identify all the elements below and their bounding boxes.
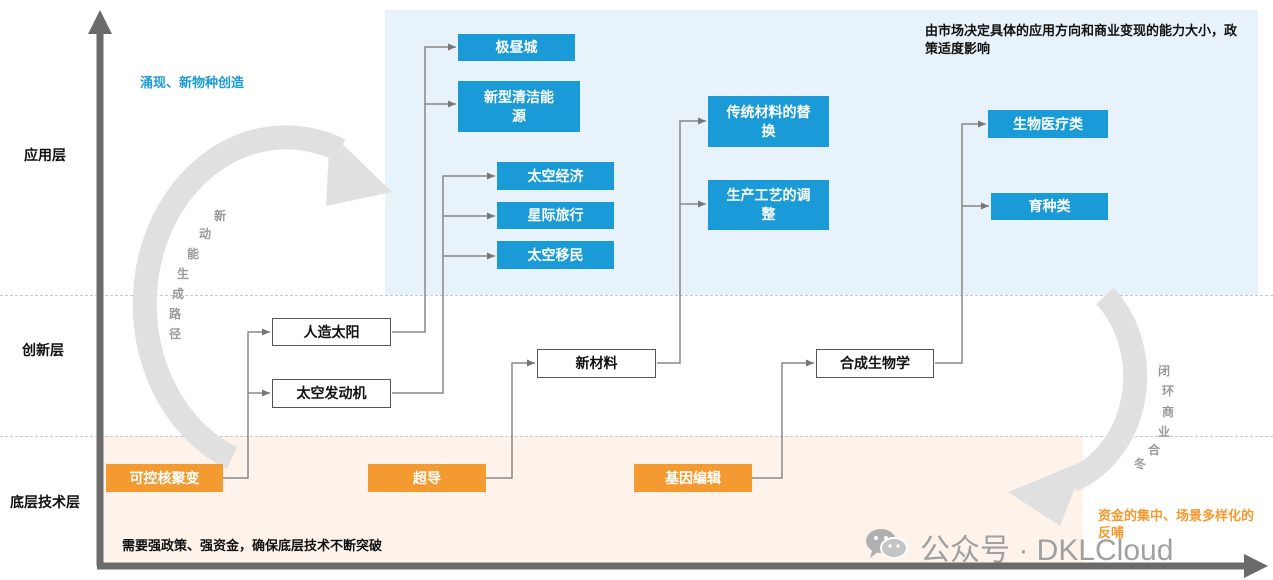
cycle-left-char: 径 [169,327,182,341]
box-space-engine: 太空发动机 [272,379,391,408]
base-region [100,436,1083,566]
box-space-migration: 太空移民 [497,241,614,269]
connectors [223,43,989,479]
cycle-left-char: 动 [199,227,212,241]
cycle-left-char: 路 [169,307,182,321]
box-biomedical: 生物医疗类 [988,110,1108,138]
box-process-adjust: 生产工艺的调整 [708,180,829,230]
box-space-economy: 太空经济 [497,162,614,190]
watermark-text: 公众号 · DKLCloud [920,534,1174,567]
layer-label-application: 应用层 [24,147,66,163]
cycle-right-char: 合 [1148,443,1161,457]
box-clean-energy: 新型清洁能源 [458,81,580,132]
divider-upper [0,295,1273,296]
box-breeding: 育种类 [991,193,1108,220]
cycle-arrow-right [1008,287,1148,526]
layer-label-base: 底层技术层 [10,494,80,510]
cycle-left-char: 成 [172,287,185,301]
x-axis [97,554,1268,578]
note-base-policy: 需要强政策、强资金，确保底层技术不断突破 [122,538,383,553]
box-synthetic-bio: 合成生物学 [816,349,934,378]
y-axis [88,10,112,566]
box-superconductor: 超导 [368,464,486,492]
cycle-right-char: 商 [1162,405,1175,419]
note-funding: 资金的集中、场景多样化的反哺 [1098,508,1255,540]
cycle-left-char: 新 [214,209,227,223]
divider-lower [0,436,1273,437]
note-emergence: 涌现、新物种创造 [140,75,245,90]
cycle-left-char: 生 [177,267,190,281]
cycle-right-char: 业 [1158,425,1171,439]
box-material-replace: 传统材料的替换 [708,96,829,147]
layer-label-innovation: 创新层 [22,342,64,358]
box-polar-city: 极昼城 [458,34,575,61]
box-gene-editing: 基因编辑 [634,464,752,492]
box-artificial-sun: 人造太阳 [272,318,391,346]
cycle-right-char: 闭 [1158,364,1171,378]
wechat-icon [864,525,910,563]
box-fusion: 可控核聚变 [106,464,223,492]
cycle-right-char: 冬 [1134,457,1147,471]
cycle-left-char: 能 [187,247,200,261]
box-new-material: 新材料 [537,349,656,378]
box-interstellar-travel: 星际旅行 [497,202,614,229]
cycle-arrow-left [132,125,392,469]
note-market: 由市场决定具体的应用方向和商业变现的能力大小，政策适度影响 [925,23,1238,57]
cycle-right-char: 环 [1162,384,1175,398]
